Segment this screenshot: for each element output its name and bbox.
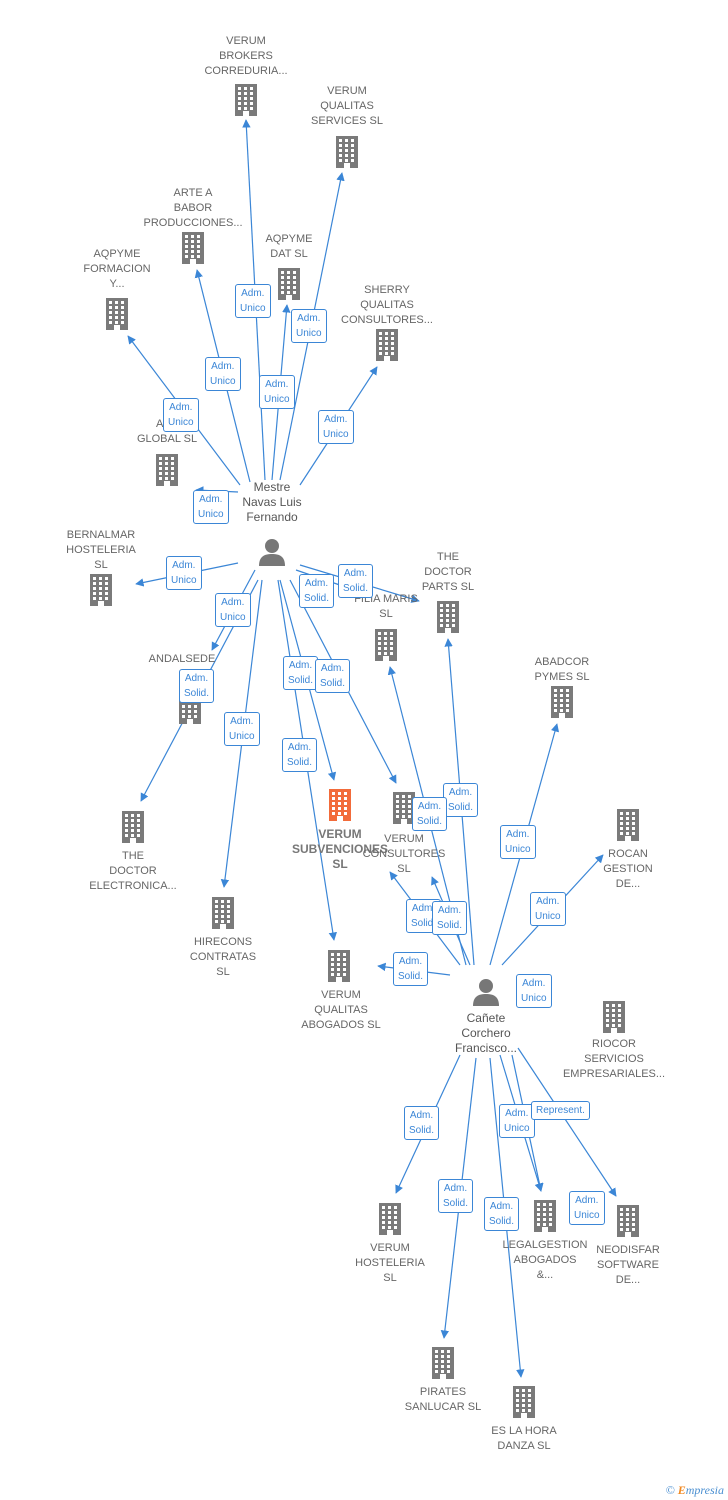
brand-initial: E xyxy=(677,1483,686,1497)
company-name[interactable]: VERUM SUBVENCIONES SL xyxy=(291,827,389,871)
company-name[interactable]: ROCAN GESTION DE... xyxy=(603,848,653,890)
building-icon[interactable] xyxy=(430,1346,456,1385)
copyright-symbol: © xyxy=(665,1483,675,1497)
relation-label[interactable]: Adm. Solid. xyxy=(393,952,429,986)
empresia-logo[interactable]: © Empresia xyxy=(666,1483,724,1498)
relation-label[interactable]: Adm. Unico xyxy=(259,375,295,409)
company-name[interactable]: AQPYME DAT SL xyxy=(265,233,313,260)
building-icon[interactable] xyxy=(326,949,352,988)
company-name[interactable]: VERUM BROKERS CORREDURIA... xyxy=(204,35,288,77)
building-icon[interactable] xyxy=(549,685,575,724)
building-icon[interactable] xyxy=(180,231,206,270)
company-name[interactable]: AQPYME FORMACION Y... xyxy=(83,248,151,290)
relation-label[interactable]: Adm. Solid. xyxy=(179,669,215,703)
relation-label[interactable]: Adm. Unico xyxy=(499,1104,535,1138)
relation-label[interactable]: Adm. Solid. xyxy=(412,797,448,831)
building-icon[interactable] xyxy=(615,1204,641,1243)
relation-label[interactable]: Adm. Unico xyxy=(569,1191,605,1225)
person-icon[interactable] xyxy=(471,977,501,1012)
relation-label[interactable]: Adm. Unico xyxy=(500,825,536,859)
company-name[interactable]: ARTE A BABOR PRODUCCIONES... xyxy=(143,187,243,229)
building-icon[interactable] xyxy=(601,1000,627,1039)
relation-line xyxy=(517,1047,617,1197)
building-icon[interactable] xyxy=(154,453,180,492)
company-name[interactable]: PIRATES SANLUCAR SL xyxy=(404,1386,482,1413)
building-icon[interactable] xyxy=(532,1199,558,1238)
relation-label[interactable]: Adm. Unico xyxy=(530,892,566,926)
relation-label[interactable]: Adm. Unico xyxy=(291,309,327,343)
company-name[interactable]: THE DOCTOR ELECTRONICA... xyxy=(89,850,177,892)
company-name[interactable]: HIRECONS CONTRATAS SL xyxy=(189,936,257,978)
brand-name: mpresia xyxy=(685,1483,724,1497)
company-name[interactable]: VERUM QUALITAS SERVICES SL xyxy=(311,85,383,127)
building-icon[interactable] xyxy=(276,267,302,306)
building-icon[interactable] xyxy=(210,896,236,935)
company-name[interactable]: SHERRY QUALITAS CONSULTORES... xyxy=(341,284,433,326)
relation-label[interactable]: Represent. xyxy=(531,1101,590,1120)
relation-label[interactable]: Adm. Solid. xyxy=(404,1106,440,1140)
relation-label[interactable]: Adm. Solid. xyxy=(338,564,374,598)
relation-label[interactable]: Adm. Unico xyxy=(224,712,260,746)
company-name[interactable]: BERNALMAR HOSTELERIA SL xyxy=(66,529,136,571)
building-icon[interactable] xyxy=(233,83,259,122)
relation-label[interactable]: Adm. Unico xyxy=(205,357,241,391)
building-icon[interactable] xyxy=(120,810,146,849)
company-name[interactable]: VERUM CONSULTORES SL xyxy=(362,833,446,875)
relation-label[interactable]: Adm. Solid. xyxy=(315,659,351,693)
building-icon[interactable] xyxy=(435,600,461,639)
company-name[interactable]: THE DOCTOR PARTS SL xyxy=(421,551,475,593)
building-icon[interactable] xyxy=(615,808,641,847)
relation-label[interactable]: Adm. Unico xyxy=(516,974,552,1008)
company-name[interactable]: RIOCOR SERVICIOS EMPRESARIALES... xyxy=(562,1038,666,1080)
company-name[interactable]: NEODISFAR SOFTWARE DE... xyxy=(596,1244,660,1286)
building-icon[interactable] xyxy=(88,573,114,612)
person-icon[interactable] xyxy=(257,537,287,572)
company-name[interactable]: ES LA HORA DANZA SL xyxy=(491,1425,557,1452)
company-name[interactable]: LEGALGESTION ABOGADOS &... xyxy=(502,1239,588,1281)
relation-label[interactable]: Adm. Unico xyxy=(215,593,251,627)
relation-label[interactable]: Adm. Unico xyxy=(193,490,229,524)
building-icon[interactable] xyxy=(104,297,130,336)
relation-label[interactable]: Adm. Solid. xyxy=(438,1179,474,1213)
building-icon[interactable] xyxy=(391,791,417,830)
building-icon[interactable] xyxy=(377,1202,403,1241)
company-name[interactable]: VERUM HOSTELERIA SL xyxy=(355,1242,425,1284)
building-icon[interactable] xyxy=(334,135,360,174)
company-name[interactable]: ABADCOR PYMES SL xyxy=(534,656,590,683)
relation-label[interactable]: Adm. Unico xyxy=(235,284,271,318)
person-name[interactable]: Cañete Corchero Francisco... xyxy=(454,1011,517,1055)
building-icon[interactable] xyxy=(327,788,353,827)
company-name[interactable]: FILIA MARIS SL xyxy=(354,593,418,620)
relation-label[interactable]: Adm. Solid. xyxy=(443,783,479,817)
relation-label[interactable]: Adm. Unico xyxy=(166,556,202,590)
company-name[interactable]: VERUM QUALITAS ABOGADOS SL xyxy=(301,989,381,1031)
relation-label[interactable]: Adm. Solid. xyxy=(484,1197,520,1231)
building-icon[interactable] xyxy=(374,328,400,367)
relation-label[interactable]: Adm. Solid. xyxy=(283,656,319,690)
person-name[interactable]: Mestre Navas Luis Fernando xyxy=(242,480,302,524)
building-icon[interactable] xyxy=(511,1385,537,1424)
relation-label[interactable]: Adm. Solid. xyxy=(299,574,335,608)
relation-label[interactable]: Adm. Solid. xyxy=(282,738,318,772)
company-name[interactable]: ANDALSEDE xyxy=(148,653,216,665)
relation-label[interactable]: Adm. Unico xyxy=(318,410,354,444)
relation-label[interactable]: Adm. Unico xyxy=(163,398,199,432)
relation-label[interactable]: Adm. Solid. xyxy=(432,901,468,935)
building-icon[interactable] xyxy=(373,628,399,667)
